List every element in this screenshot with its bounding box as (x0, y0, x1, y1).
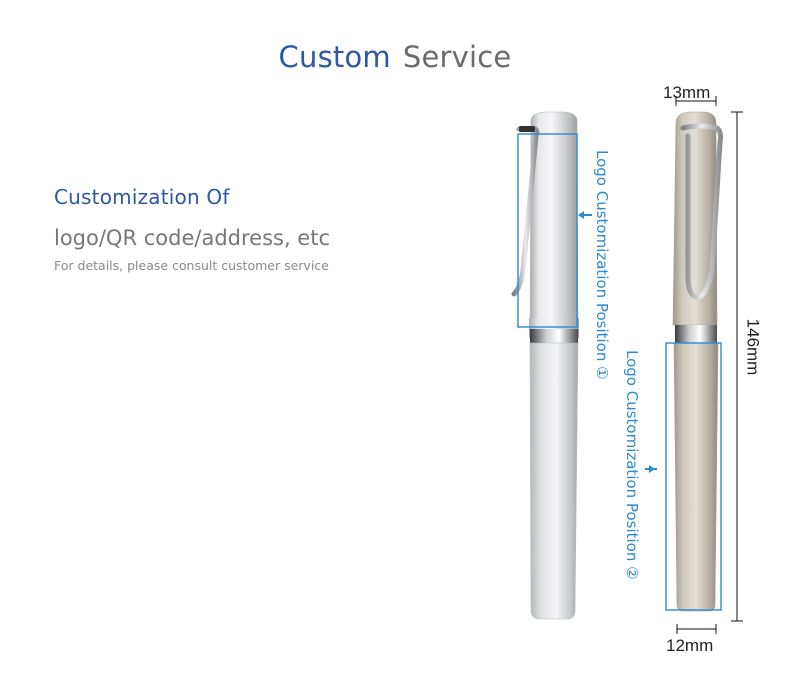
title-custom: Custom (278, 40, 391, 74)
logo-position-2-label: Logo Customization Position ② (623, 350, 641, 580)
dimension-bottom (676, 624, 717, 634)
dimension-side (731, 111, 743, 622)
customization-note: For details, please consult customer ser… (54, 258, 329, 273)
title-service: Service (402, 40, 512, 74)
logo-box-2 (665, 342, 722, 611)
cap-width-label: 13mm (663, 83, 711, 102)
body-width-label: 12mm (666, 636, 714, 655)
logo-position-1-label: Logo Customization Position ① (593, 150, 611, 380)
arrow-icon (645, 465, 657, 473)
dimension-top (675, 96, 717, 106)
silver-pen (511, 111, 579, 620)
page-title: Custom Service (0, 40, 790, 74)
length-label: 146mm (743, 318, 763, 376)
arrow-icon (578, 211, 592, 219)
customization-subtitle: logo/QR code/address, etc (54, 226, 331, 250)
champagne-pen (672, 111, 724, 612)
customization-heading: Customization Of (54, 185, 230, 209)
logo-box-1 (517, 133, 578, 328)
customization-info: Customization Of logo/QR code/address, e… (54, 185, 414, 273)
